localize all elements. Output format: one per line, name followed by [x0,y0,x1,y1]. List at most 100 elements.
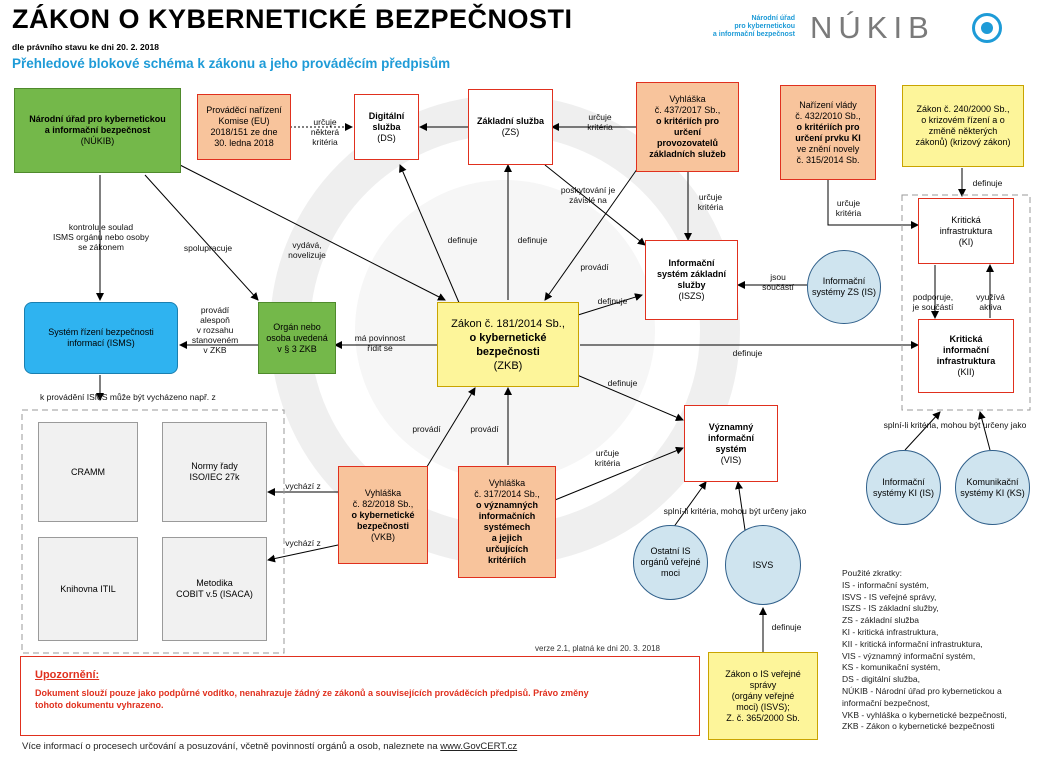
edge-label-jsou-soucasti: jsou součástí [758,272,798,292]
node-label: Vyhláška [488,478,526,488]
agency-name-line: pro kybernetickou [734,23,795,30]
node-label: Prováděcí nařízení [206,105,282,115]
node-label: Kritická [951,214,981,225]
edge-label-line: jsou [770,272,786,282]
edge-label-provadi-437: provádí [580,262,609,272]
node-eu-regulation: Prováděcí nařízení Komise (EU) 2018/151 … [197,94,291,160]
node-act-365: Zákon o IS veřejné správy (orgány veřejn… [708,652,818,740]
edge-label-line: kritéria [312,137,338,147]
node-label: 2018/151 ze dne [210,127,278,137]
node-vis: Významný informační systém (VIS) [684,405,778,482]
node-label: a jejich [491,533,523,543]
edge-label-vychazi-z-cobit: vychází z [285,538,321,548]
node-label: o významných [475,500,539,510]
node-decree-317: Vyhláška č. 317/2014 Sb., o významných i… [458,466,556,578]
node-label: Digitální služba [368,110,405,132]
edge-label-line: určuje [698,192,723,202]
edge-label-line: kritéria [594,458,621,468]
node-label: informační [707,432,754,443]
edge-label-line: kritéria [587,122,613,132]
footer: Více informací o procesech určování a po… [22,741,517,752]
edge-label-provadi-alespon: provádí alespoň v rozsahu stanoveném v Z… [185,305,245,355]
edge-label-spolupracuje: spolupracuje [183,243,233,253]
node-label: informační [942,345,989,355]
edge-label-vyuziva: využívá aktiva [968,292,1013,312]
edge-label-provadi-317: provádí [470,424,499,434]
node-critical-information-infrastructure: Kritická informační infrastruktura (KII) [918,319,1014,393]
abbreviation-item: ZKB - Zákon o kybernetické bezpečnosti [842,721,995,732]
abbreviation-item: VIS - významný informační systém, [842,650,976,661]
node-label: o kritériích pro [655,116,719,126]
edge-label-provadi-vkb: provádí [412,424,441,434]
edge-label-line: má povinnost [354,333,406,343]
node-label: Kritická [949,334,983,344]
node-digital-service: Digitální služba (DS) [354,94,419,160]
abbreviations-title: Použité zkratky: [842,568,902,578]
node-ki-information-systems: Informační systémy KI (IS) [866,450,941,525]
edge-label-line: řídit se [367,343,393,353]
edge-label-urcuje-kriteria-vis: určuje kritéria [585,448,630,468]
node-zs-information-systems: Informační systémy ZS (IS) [807,250,881,324]
footer-text: Více informací o procesech určování a po… [22,741,438,752]
node-label: infrastruktura [936,356,996,366]
node-label: Komunikační [966,476,1019,487]
node-label: moci) (ISVS); [736,701,790,712]
edge-label-line: určuje [836,198,861,208]
edge-label-line: v ZKB [203,345,227,355]
nukib-logo: NÚKIB [810,10,935,45]
node-label: (VIS) [720,454,742,465]
edge-label-urcuje-kriteria-ki: určuje kritéria [826,198,871,218]
node-label: osoba uvedená [266,332,328,343]
node-label: určujících [485,544,529,554]
edge-label-line: stanoveném [191,335,239,345]
node-label: o kritériích pro [796,121,860,132]
node-label: (KI) [958,236,974,247]
edge-label-definuje-ki: definuje [972,178,1003,188]
edge-label-line: poskytování je [560,185,616,195]
node-label: určení prvku KI [795,132,861,143]
abbreviation-item: KS - komunikační systém, [842,662,941,673]
node-decree-82: Vyhláška č. 82/2018 Sb., o kybernetické … [338,466,428,564]
edge-label-kontroluje: kontroluje soulad ISMS orgánu nebo osoby… [36,222,166,252]
edge-label-line: ISMS orgánu nebo osoby [53,232,149,242]
node-label: (orgány veřejné [731,690,795,701]
govcert-link[interactable]: www.GovCERT.cz [440,741,518,752]
abbreviation-item: KI - kritická infrastruktura, [842,626,939,637]
edge-label-line: kritéria [835,208,862,218]
node-label: Komise (EU) [218,116,270,126]
node-label: Metodika [196,578,233,588]
edge-label-urcuje-nektera: určuje některá kritéria [300,117,350,147]
node-decree-437: Vyhláška č. 437/2017 Sb., o kritériích p… [636,82,739,172]
edge-label-line: využívá [976,292,1005,302]
node-label: (ISZS) [678,291,705,301]
node-label: správy [749,679,777,690]
node-label: Nařízení vlády [799,99,857,110]
edge-label-line: alespoň [200,315,230,325]
lion-emblem-icon [972,13,1002,43]
node-label: ISO/IEC 27k [189,472,240,482]
notice-text: Dokument slouží pouze jako podpůrné vodí… [35,688,589,698]
edge-label-vydava: vydává, novelizuje [272,240,342,260]
node-label: Národní úřad pro kybernetickou [29,114,166,124]
node-label: Informační [882,476,925,487]
node-label: bezpečnosti [356,520,409,531]
node-label: systémy KI (KS) [960,487,1025,498]
node-label: Zákon o IS veřejné [725,668,801,679]
node-iszs: Informační systém základní služby (ISZS) [645,240,738,320]
node-label: č. 315/2014 Sb. [796,154,860,165]
node-label: v § 3 ZKB [277,343,317,354]
node-organ: Orgán nebo osoba uvedená v § 3 ZKB [258,302,336,374]
node-label: Vyhláška [669,94,706,104]
node-label: Významný [708,421,754,432]
node-ki-communication-systems: Komunikační systémy KI (KS) [955,450,1030,525]
node-label: zákonů) (krizový zákon) [915,137,1011,147]
page-title: ZÁKON O KYBERNETICKÉ BEZPEČNOSTI [12,4,573,34]
node-label: (NÚKIB) [80,136,115,146]
node-other-is: Ostatní IS orgánů veřejné moci [633,525,708,600]
node-itil: Knihovna ITIL [38,537,138,641]
node-label: (ZS) [501,127,520,137]
abbreviations-legend: Použité zkratky: IS - informační systém,… [842,568,1047,733]
version-label: verze 2.1, platná ke dni 20. 3. 2018 [535,644,660,653]
node-label: Normy řady [191,461,238,471]
